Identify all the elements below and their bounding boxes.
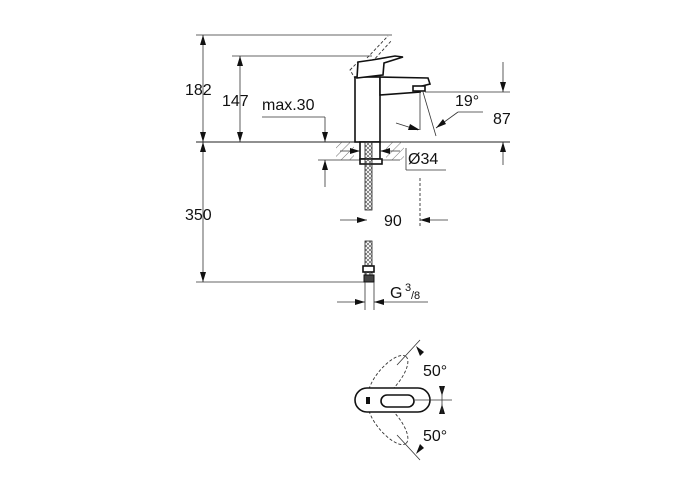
dimension-thread: G 3 /8 bbox=[337, 282, 428, 305]
thread-numerator: 3 bbox=[405, 282, 411, 294]
dimension-max-30-label: max.30 bbox=[262, 97, 315, 114]
dimension-diameter-34-label: Ø34 bbox=[408, 151, 438, 168]
dimension-max-30: max.30 bbox=[262, 97, 328, 187]
lever-top-view: 50° 50° bbox=[354, 339, 452, 461]
dimension-350-label: 350 bbox=[185, 207, 212, 224]
dimension-90: 90 bbox=[340, 178, 448, 230]
dimension-147-label: 147 bbox=[222, 93, 249, 110]
dimension-87-label: 87 bbox=[493, 111, 511, 128]
dimension-90-label: 90 bbox=[384, 213, 402, 230]
lever-angle-up-label: 50° bbox=[423, 363, 447, 380]
supply-hose bbox=[362, 141, 375, 310]
dimension-182: 182 350 bbox=[185, 35, 212, 282]
dimension-147: 147 bbox=[222, 56, 249, 142]
dimension-diameter-34: Ø34 bbox=[340, 148, 446, 171]
thread-g-label: G bbox=[390, 285, 402, 302]
lever-angle-down-label: 50° bbox=[423, 428, 447, 445]
dimension-182-label: 182 bbox=[185, 82, 212, 99]
thread-denominator: /8 bbox=[411, 290, 420, 302]
dimension-87: 87 bbox=[493, 62, 511, 165]
dimension-19-label: 19° bbox=[455, 93, 479, 110]
dimension-19-degree: 19° bbox=[395, 91, 483, 137]
